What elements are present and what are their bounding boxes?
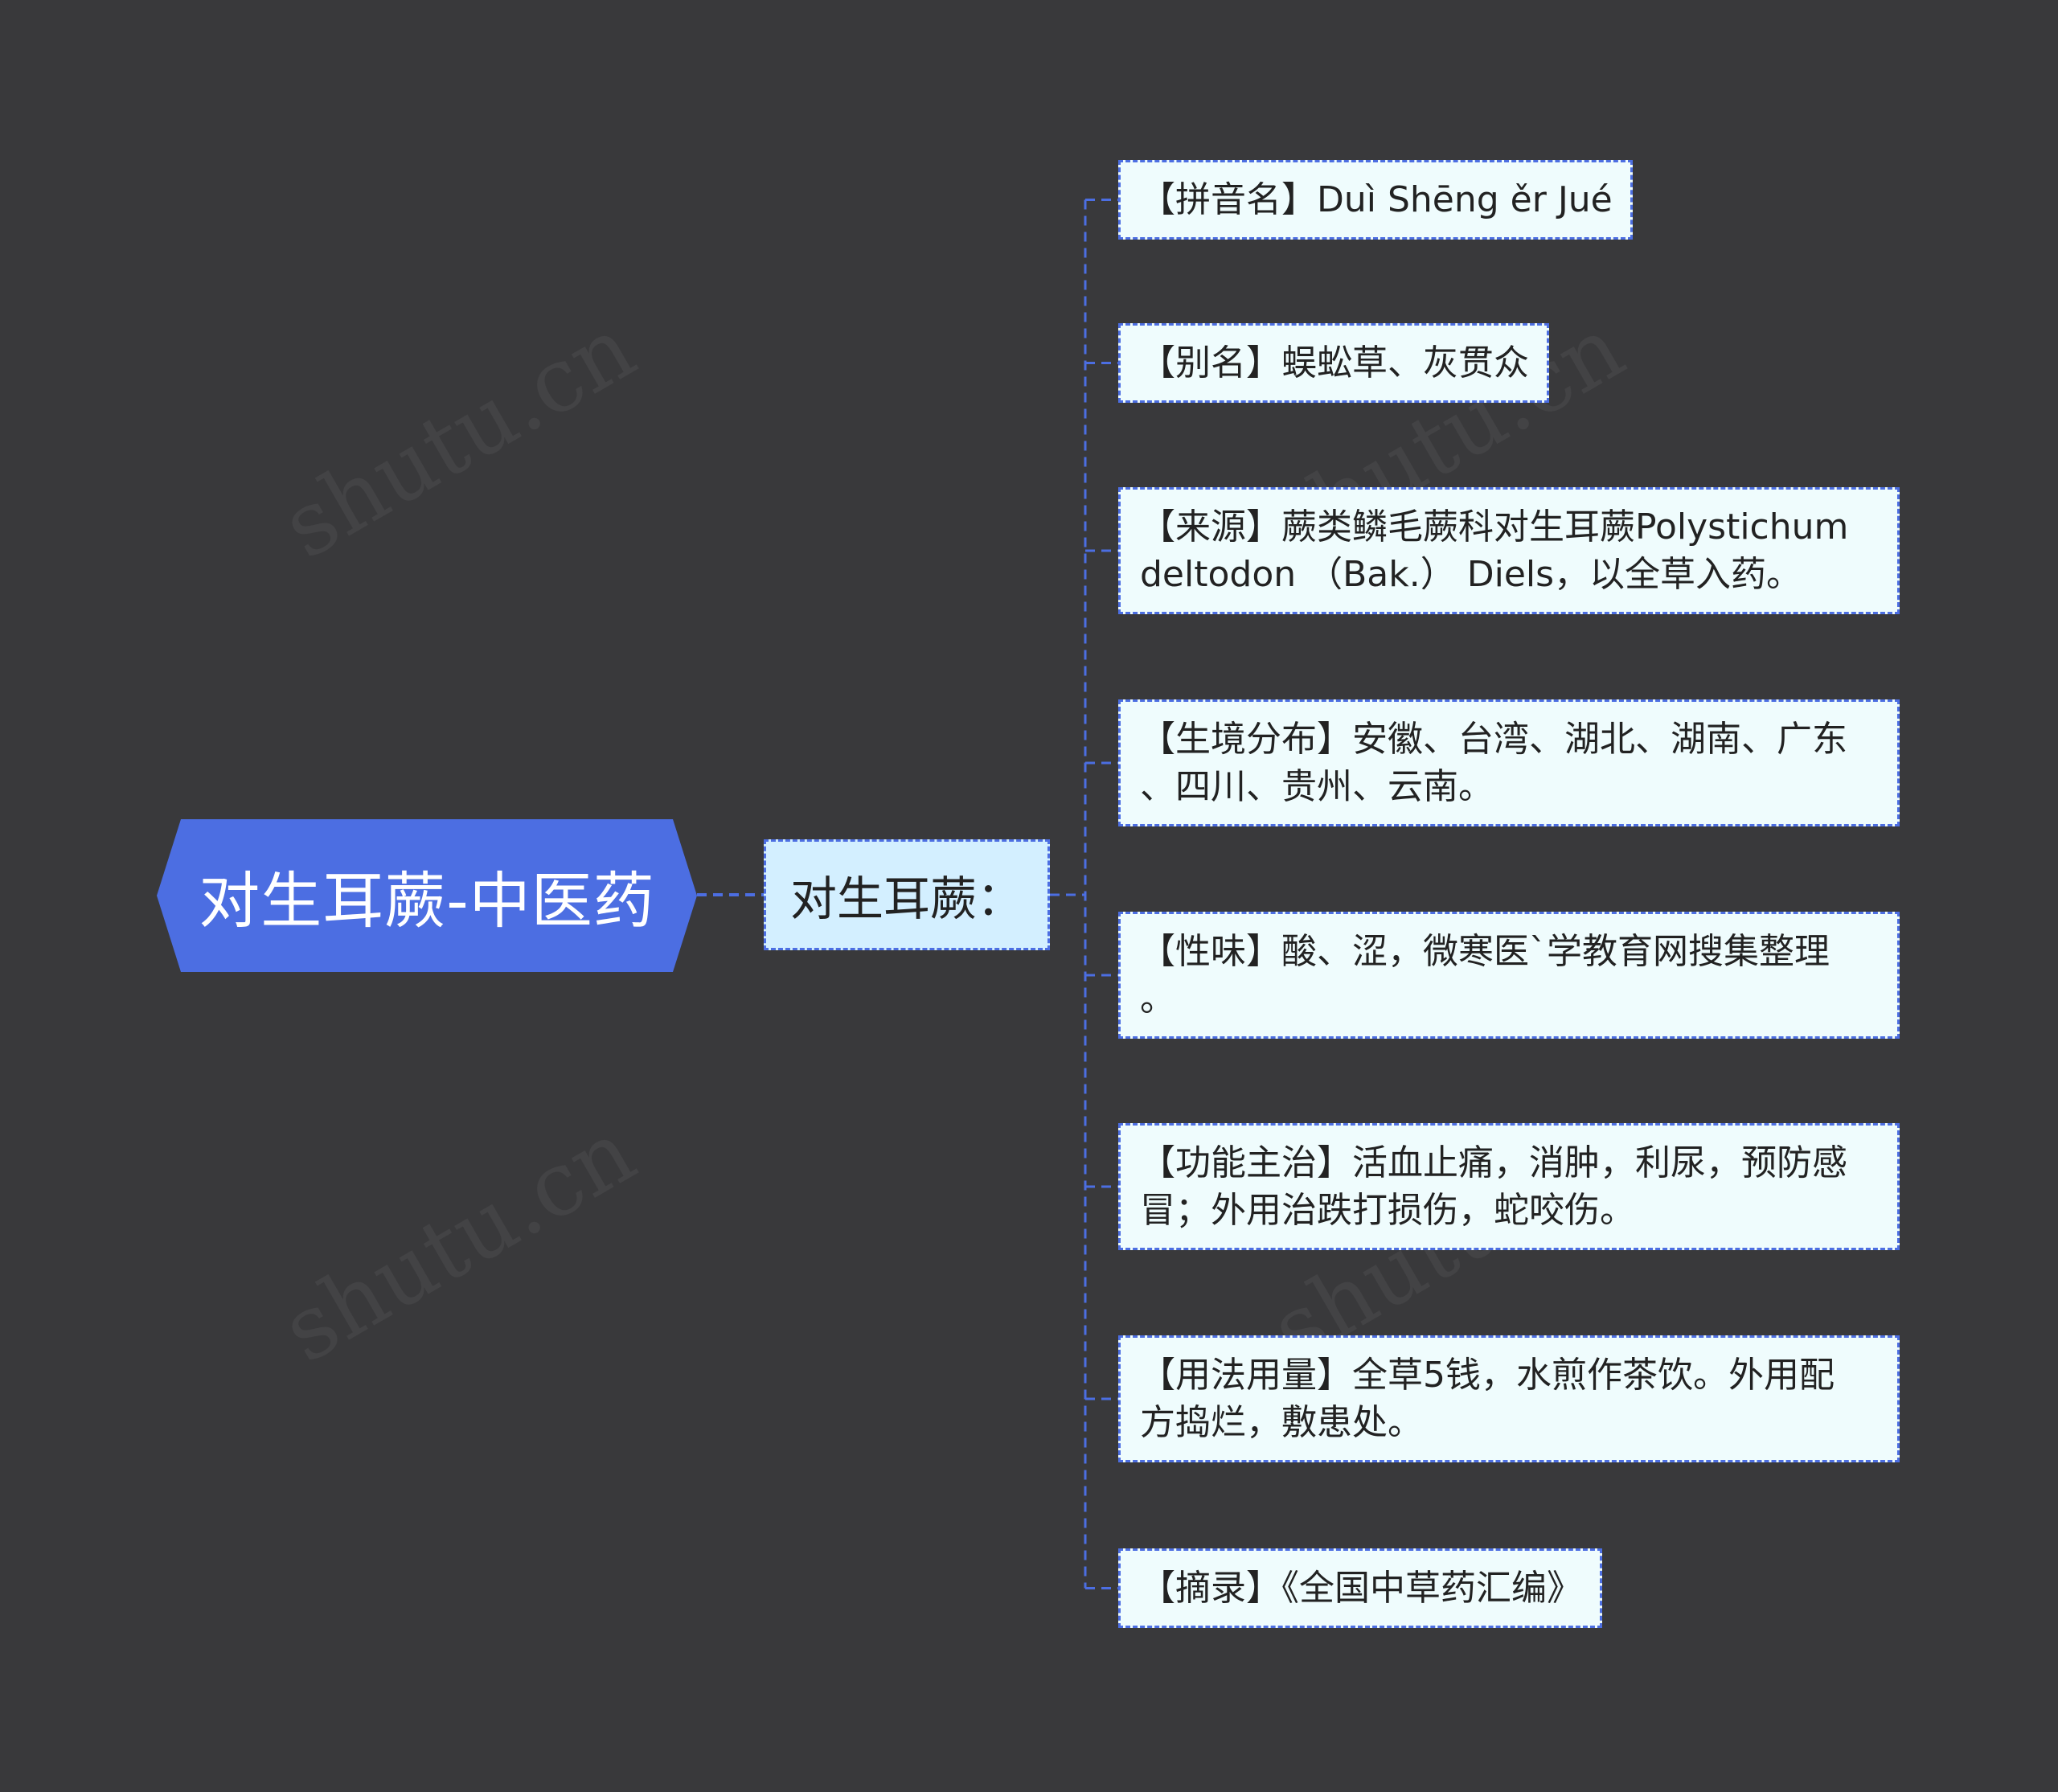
leaf-text-line: 冒；外用治跌打损伤，蛇咬伤。: [1140, 1190, 1635, 1231]
leaf-node-pinyin[interactable]: 【拼音名】Duì Shēng ěr Jué: [1118, 160, 1633, 240]
leaf-text-line: 【摘录】《全国中草药汇编》: [1140, 1568, 1582, 1609]
leaf-text-line: 【性味】酸、涩，微寒医`学教育网搜集整理: [1140, 931, 1830, 972]
root-node-label: 对生耳蕨-中医药: [199, 865, 655, 937]
leaf-node-properties[interactable]: 【性味】酸、涩，微寒医`学教育网搜集整理 。: [1118, 912, 1900, 1039]
leaf-text-line: 【别名】蜈蚣草、灰贯众: [1140, 342, 1529, 383]
leaf-text-line: 【用法用量】全草5钱，水煎作茶饮。外用配: [1140, 1355, 1835, 1396]
leaf-node-excerpt[interactable]: 【摘录】《全国中草药汇编》: [1118, 1548, 1602, 1628]
leaf-text-line: 。: [1140, 978, 1175, 1019]
leaf-node-dosage[interactable]: 【用法用量】全草5钱，水煎作茶饮。外用配 方捣烂，敷患处。: [1118, 1335, 1900, 1462]
leaf-node-habitat[interactable]: 【生境分布】安徽、台湾、湖北、湖南、广东 、四川、贵州、云南。: [1118, 699, 1900, 826]
subtopic-node-label: 对生耳蕨：: [790, 871, 1024, 926]
leaf-node-alias[interactable]: 【别名】蜈蚣草、灰贯众: [1118, 323, 1549, 403]
leaf-node-source[interactable]: 【来源】蕨类鳞毛蕨科对生耳蕨Polystichum deltodon （Bak.…: [1118, 487, 1900, 614]
leaf-text-line: 【拼音名】Duì Shēng ěr Jué: [1140, 179, 1613, 220]
leaf-node-functions[interactable]: 【功能主治】活血止痛，消肿，利尿，预防感 冒；外用治跌打损伤，蛇咬伤。: [1118, 1123, 1900, 1250]
leaf-text-line: 、四川、贵州、云南。: [1140, 766, 1494, 807]
leaf-text-line: 方捣烂，敷患处。: [1140, 1402, 1423, 1443]
root-node[interactable]: 对生耳蕨-中医药: [157, 819, 697, 972]
leaf-text-line: 【生境分布】安徽、台湾、湖北、湖南、广东: [1140, 719, 1847, 760]
leaf-text-line: 【来源】蕨类鳞毛蕨科对生耳蕨Polystichum: [1140, 506, 1849, 547]
subtopic-node[interactable]: 对生耳蕨：: [764, 839, 1050, 950]
leaf-text-line: 【功能主治】活血止痛，消肿，利尿，预防感: [1140, 1142, 1847, 1183]
leaf-text-line: deltodon （Bak.） Diels，以全草入药。: [1140, 554, 1802, 595]
